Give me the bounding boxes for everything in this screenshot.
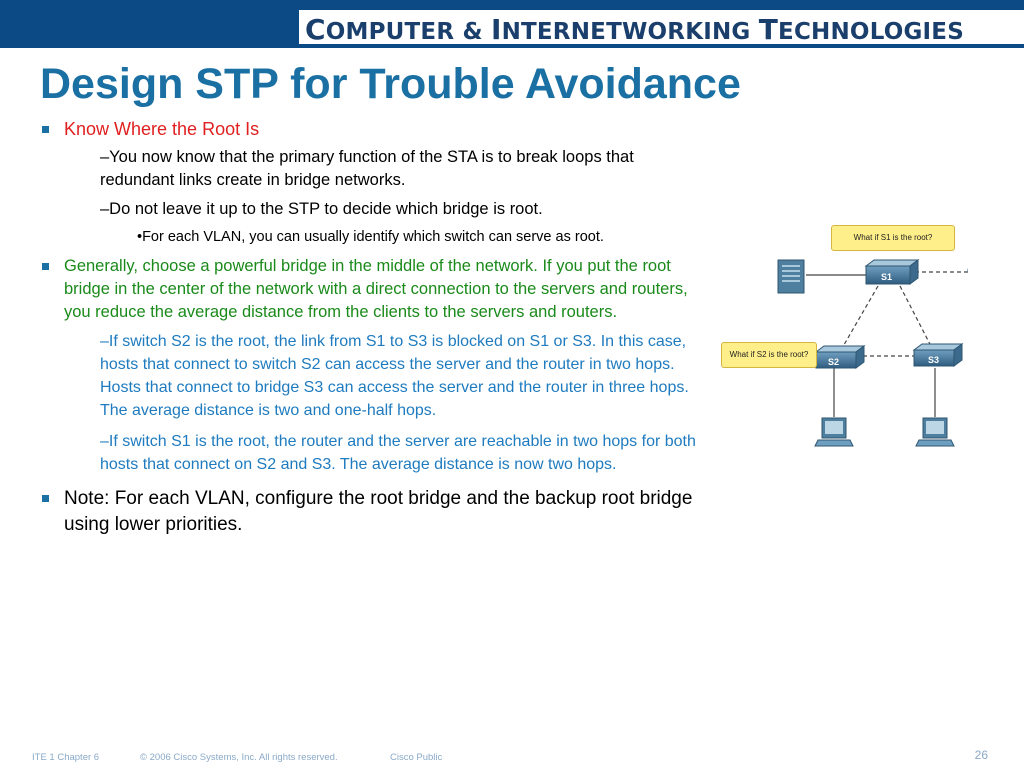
switch-s1-icon: S1: [864, 259, 920, 285]
switch-s2-label: S2: [828, 357, 839, 367]
slide-content: Know Where the Root Is –You now know tha…: [40, 118, 710, 538]
brand-box: COMPUTER & INTERNETWORKING TECHNOLOGIES: [296, 10, 1024, 46]
switch-s1-label: S1: [881, 272, 892, 282]
footer-chapter: ITE 1 Chapter 6: [32, 752, 100, 763]
square-bullet-icon: [42, 126, 49, 133]
switch-s3-icon: S3: [912, 343, 964, 367]
footer-copyright: © 2006 Cisco Systems, Inc. All rights re…: [140, 752, 338, 763]
callout-s2-root: What if S2 is the root?: [721, 342, 817, 368]
sub-item-do-not-leave: –Do not leave it up to the STP to decide…: [100, 200, 543, 218]
switch-s3-label: S3: [928, 355, 939, 365]
footer-classification: Cisco Public: [390, 752, 443, 763]
slide-title: Design STP for Trouble Avoidance: [40, 60, 741, 108]
sub-item-s2-root: –If switch S2 is the root, the link from…: [100, 333, 689, 419]
bullet-note: Note: For each VLAN, configure the root …: [40, 486, 710, 538]
topology-svg: S1 S2 S3: [777, 259, 1003, 447]
sub-item-primary-function: –You now know that the primary function …: [100, 148, 634, 189]
bullet-know-root: Know Where the Root Is: [40, 118, 710, 140]
callout-s1-root: What if S1 is the root?: [831, 225, 955, 251]
switch-s2-icon: S2: [814, 345, 866, 369]
page-number: 26: [974, 748, 988, 762]
sub-sub-item-vlan: •For each VLAN, you can usually identify…: [137, 229, 604, 245]
brand-text: COMPUTER & INTERNETWORKING TECHNOLOGIES: [305, 13, 964, 46]
bullet-text: Note: For each VLAN, configure the root …: [64, 488, 693, 535]
host-right-icon: [915, 417, 955, 447]
header-bar: COMPUTER & INTERNETWORKING TECHNOLOGIES: [0, 0, 1024, 48]
square-bullet-icon: [42, 263, 49, 270]
sub-item-s1-root: –If switch S1 is the root, the router an…: [100, 433, 696, 473]
server-icon: [777, 259, 805, 294]
network-diagram: S1 S2 S3 What if S1 is the root? What if…: [718, 222, 1003, 454]
bullet-text: Generally, choose a powerful bridge in t…: [64, 257, 688, 321]
host-left-icon: [814, 417, 854, 447]
bullet-text: Know Where the Root Is: [64, 119, 260, 139]
bullet-generally: Generally, choose a powerful bridge in t…: [40, 255, 710, 324]
square-bullet-icon: [42, 495, 49, 502]
